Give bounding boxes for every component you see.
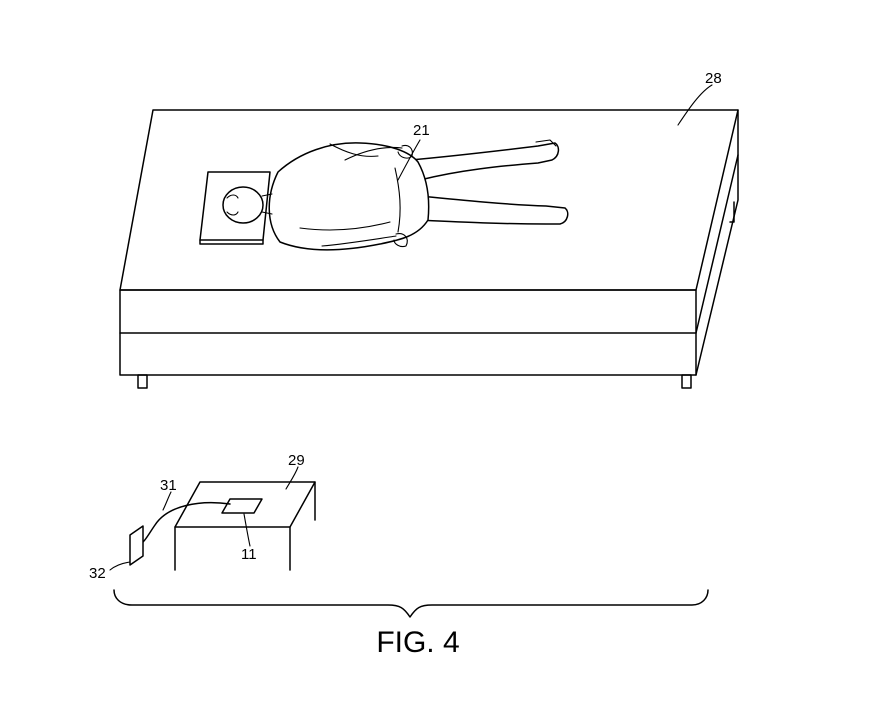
person-hand-lower xyxy=(393,233,408,248)
label-person: 21 xyxy=(413,122,430,139)
person-face xyxy=(226,194,239,216)
figure-caption: FIG. 4 xyxy=(376,626,459,659)
bed-leg-front-left xyxy=(137,374,148,389)
person-arm-upper xyxy=(344,146,403,161)
label-table: 29 xyxy=(288,452,305,469)
person xyxy=(222,139,569,251)
bed-side-division xyxy=(695,154,739,334)
side-table xyxy=(109,466,316,571)
cable xyxy=(137,501,231,547)
person-neck xyxy=(261,193,273,215)
bed xyxy=(119,109,739,389)
pillow-edge xyxy=(199,239,264,245)
person-head xyxy=(222,186,264,224)
leader-plug xyxy=(109,561,131,571)
label-device: 11 xyxy=(241,546,257,563)
plug-device xyxy=(129,525,144,566)
bed-leg-back xyxy=(729,201,735,223)
person-hand-upper xyxy=(397,144,413,159)
leader-table xyxy=(285,466,299,490)
person-arm-lower xyxy=(321,235,397,247)
person-leg-lower xyxy=(417,195,569,225)
device-pad xyxy=(221,498,263,514)
grouping-brace xyxy=(113,589,709,618)
label-plug: 32 xyxy=(89,565,106,582)
leader-person xyxy=(397,139,421,181)
person-side-fold xyxy=(394,167,401,233)
person-torso xyxy=(268,142,430,251)
person-shoulder-fold xyxy=(329,143,379,157)
leader-bed xyxy=(677,84,713,126)
person-shirt-fold xyxy=(299,221,391,231)
bed-leg-front-right xyxy=(681,374,692,389)
leader-cable xyxy=(162,491,172,511)
leader-device xyxy=(243,513,251,547)
person-leg-upper xyxy=(409,142,560,181)
person-foot-upper xyxy=(535,139,557,147)
label-bed: 28 xyxy=(705,70,722,87)
label-cable: 31 xyxy=(160,477,177,494)
bed-side-face xyxy=(695,109,739,376)
table-legs xyxy=(174,481,316,571)
